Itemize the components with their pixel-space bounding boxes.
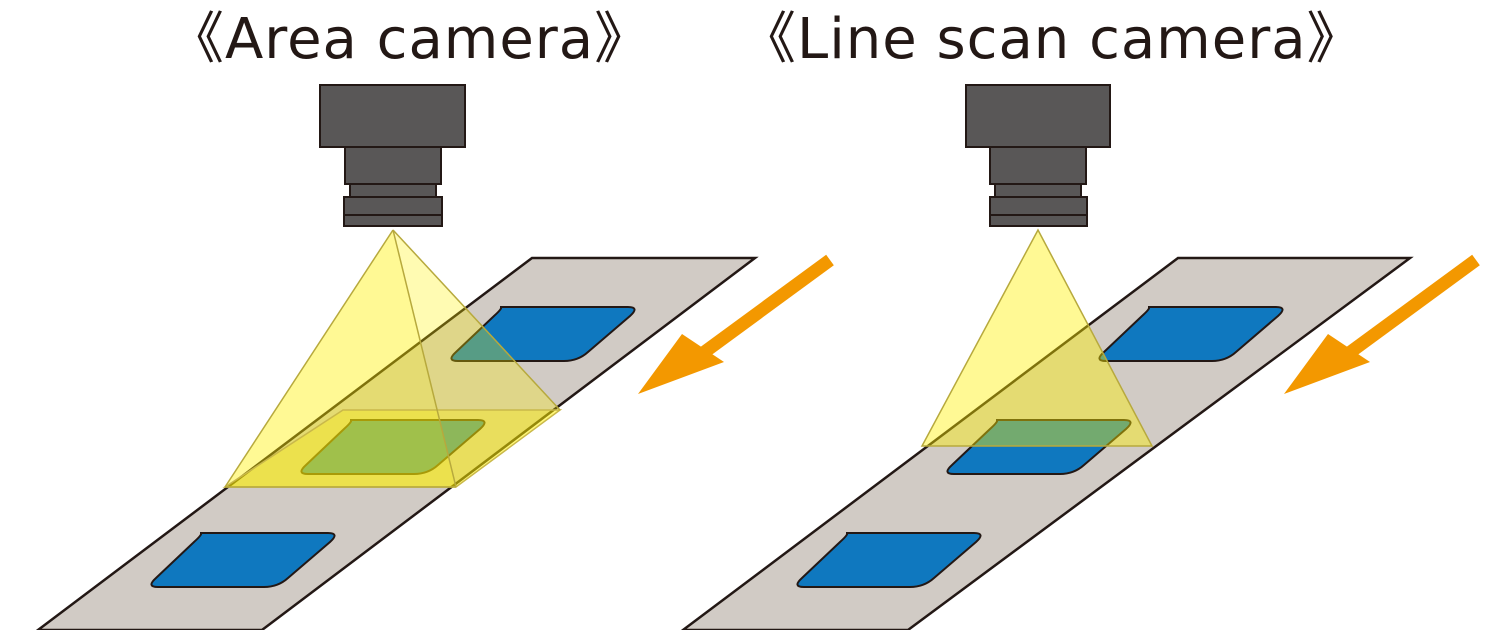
camera-icon <box>965 84 1111 227</box>
product-icon <box>300 419 486 475</box>
product-icon <box>450 306 636 362</box>
field-of-view <box>920 228 1154 447</box>
direction-arrow-icon <box>1284 254 1480 394</box>
camera-icon <box>319 84 466 227</box>
area-camera-title: 《Area camera》 <box>168 7 652 72</box>
product-icon <box>150 532 336 588</box>
product-icon <box>1098 306 1284 362</box>
line-scan-camera-panel <box>680 84 1480 630</box>
product-icon <box>796 532 982 588</box>
direction-arrow-icon <box>638 254 834 394</box>
area-camera-panel <box>35 84 834 630</box>
field-of-view <box>222 229 563 488</box>
line-scan-camera-title: 《Line scan camera》 <box>740 7 1364 72</box>
product-icon <box>946 419 1132 475</box>
